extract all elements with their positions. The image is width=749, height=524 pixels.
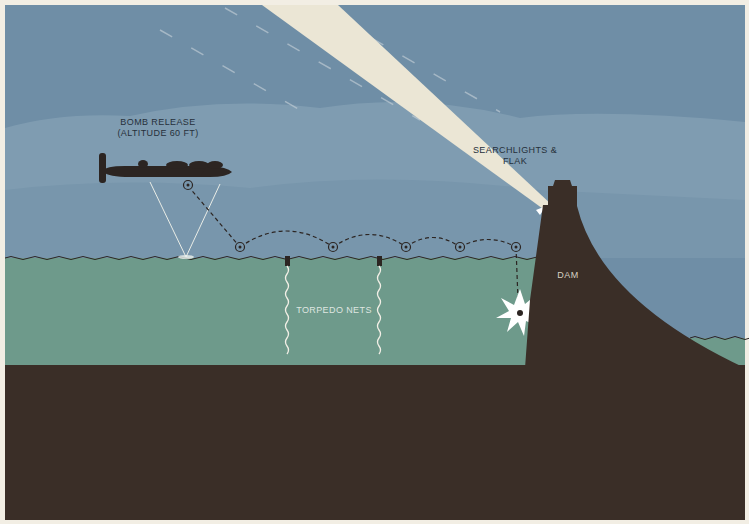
- dam-outline: [520, 176, 749, 370]
- dam-shape: DAM: [520, 176, 749, 370]
- annotation-label: BOMB RELEASE (ALTITUDE 60 FT): [108, 117, 208, 139]
- dam-body: [525, 180, 745, 368]
- hills-near: [5, 179, 745, 258]
- tail-water-surface: [690, 337, 749, 340]
- water-surface: [5, 257, 545, 260]
- plane-lights: [150, 182, 220, 257]
- dam-label: DAM: [538, 270, 598, 280]
- searchlight-beam: [262, 5, 553, 211]
- sky: [5, 5, 745, 520]
- annotation-label: SEARCHLIGHTS & FLAK: [472, 145, 558, 167]
- annotation-label: TORPEDO NETS: [284, 305, 384, 316]
- light-spot: [178, 255, 194, 259]
- ground: [5, 365, 745, 520]
- bomb-path: [188, 186, 518, 300]
- reservoir-water: [5, 258, 545, 368]
- bounce-points: [236, 243, 521, 252]
- hills: [5, 102, 745, 258]
- lancaster-bomber: [99, 153, 232, 190]
